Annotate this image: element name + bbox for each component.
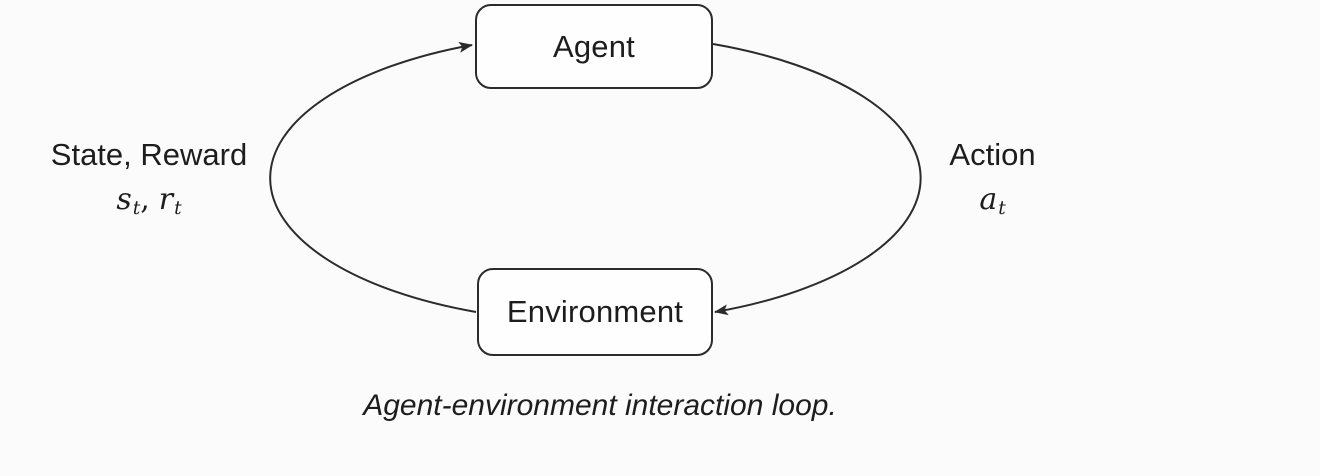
action-subscript: t	[998, 198, 1006, 220]
state-reward-text: State, Reward	[50, 137, 248, 172]
arrow-agent-to-environment	[712, 43, 922, 316]
state-reward-edge-label: State, Reward st,rt	[24, 138, 274, 225]
action-edge-label: Action at	[880, 138, 1105, 225]
symbol-separator: ,	[140, 182, 150, 217]
reward-symbol: r	[158, 182, 174, 217]
action-text: Action	[949, 137, 1036, 172]
action-symbol: a	[979, 182, 998, 217]
state-subscript: t	[132, 198, 141, 220]
arrow-environment-to-agent	[269, 41, 477, 313]
reward-subscript: t	[174, 198, 182, 220]
environment-node: Environment	[477, 268, 713, 356]
action-symbols: at	[880, 184, 1105, 225]
agent-node-label: Agent	[552, 28, 635, 64]
state-symbol: s	[116, 182, 132, 217]
figure-caption: Agent-environment interaction loop.	[363, 389, 837, 422]
environment-node-label: Environment	[506, 294, 684, 329]
state-reward-symbols: st,rt	[24, 184, 274, 225]
agent-node: Agent	[475, 4, 713, 89]
